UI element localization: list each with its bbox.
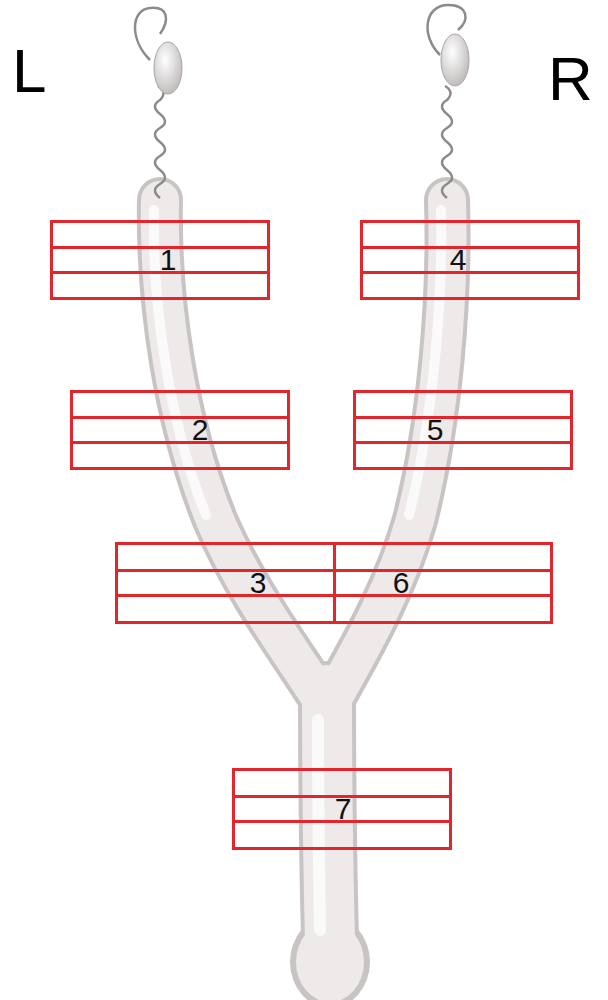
sample-region-box: 4 [360,220,580,300]
ovary [441,34,469,86]
callout-number: 6 [393,568,410,598]
strip-line [73,416,287,419]
strip-line [118,569,333,572]
callout-number: 1 [160,245,177,275]
strip-line [363,246,577,249]
strip-line [356,441,570,444]
sample-region-box: 2 [70,390,290,470]
ovary [154,42,182,94]
strip-line [336,594,550,597]
side-label: R [548,48,593,110]
sample-region-box: 5 [353,390,573,470]
callout-number: 4 [450,245,467,275]
strip-line [336,569,550,572]
strip-line [363,271,577,274]
sample-region-box: 6 [333,542,553,624]
sample-region-box: 1 [50,220,270,300]
strip-line [118,594,333,597]
strip-line [356,416,570,419]
sample-region-box: 3 [115,542,336,624]
callout-number: 3 [250,568,267,598]
oviduct-coil [135,5,465,198]
side-label: L [12,40,46,102]
strip-line [73,441,287,444]
callout-number: 5 [427,415,444,445]
sample-region-box: 7 [232,768,452,850]
uterus-shape [154,200,448,1000]
callout-number: 7 [335,794,352,824]
callout-number: 2 [192,415,209,445]
